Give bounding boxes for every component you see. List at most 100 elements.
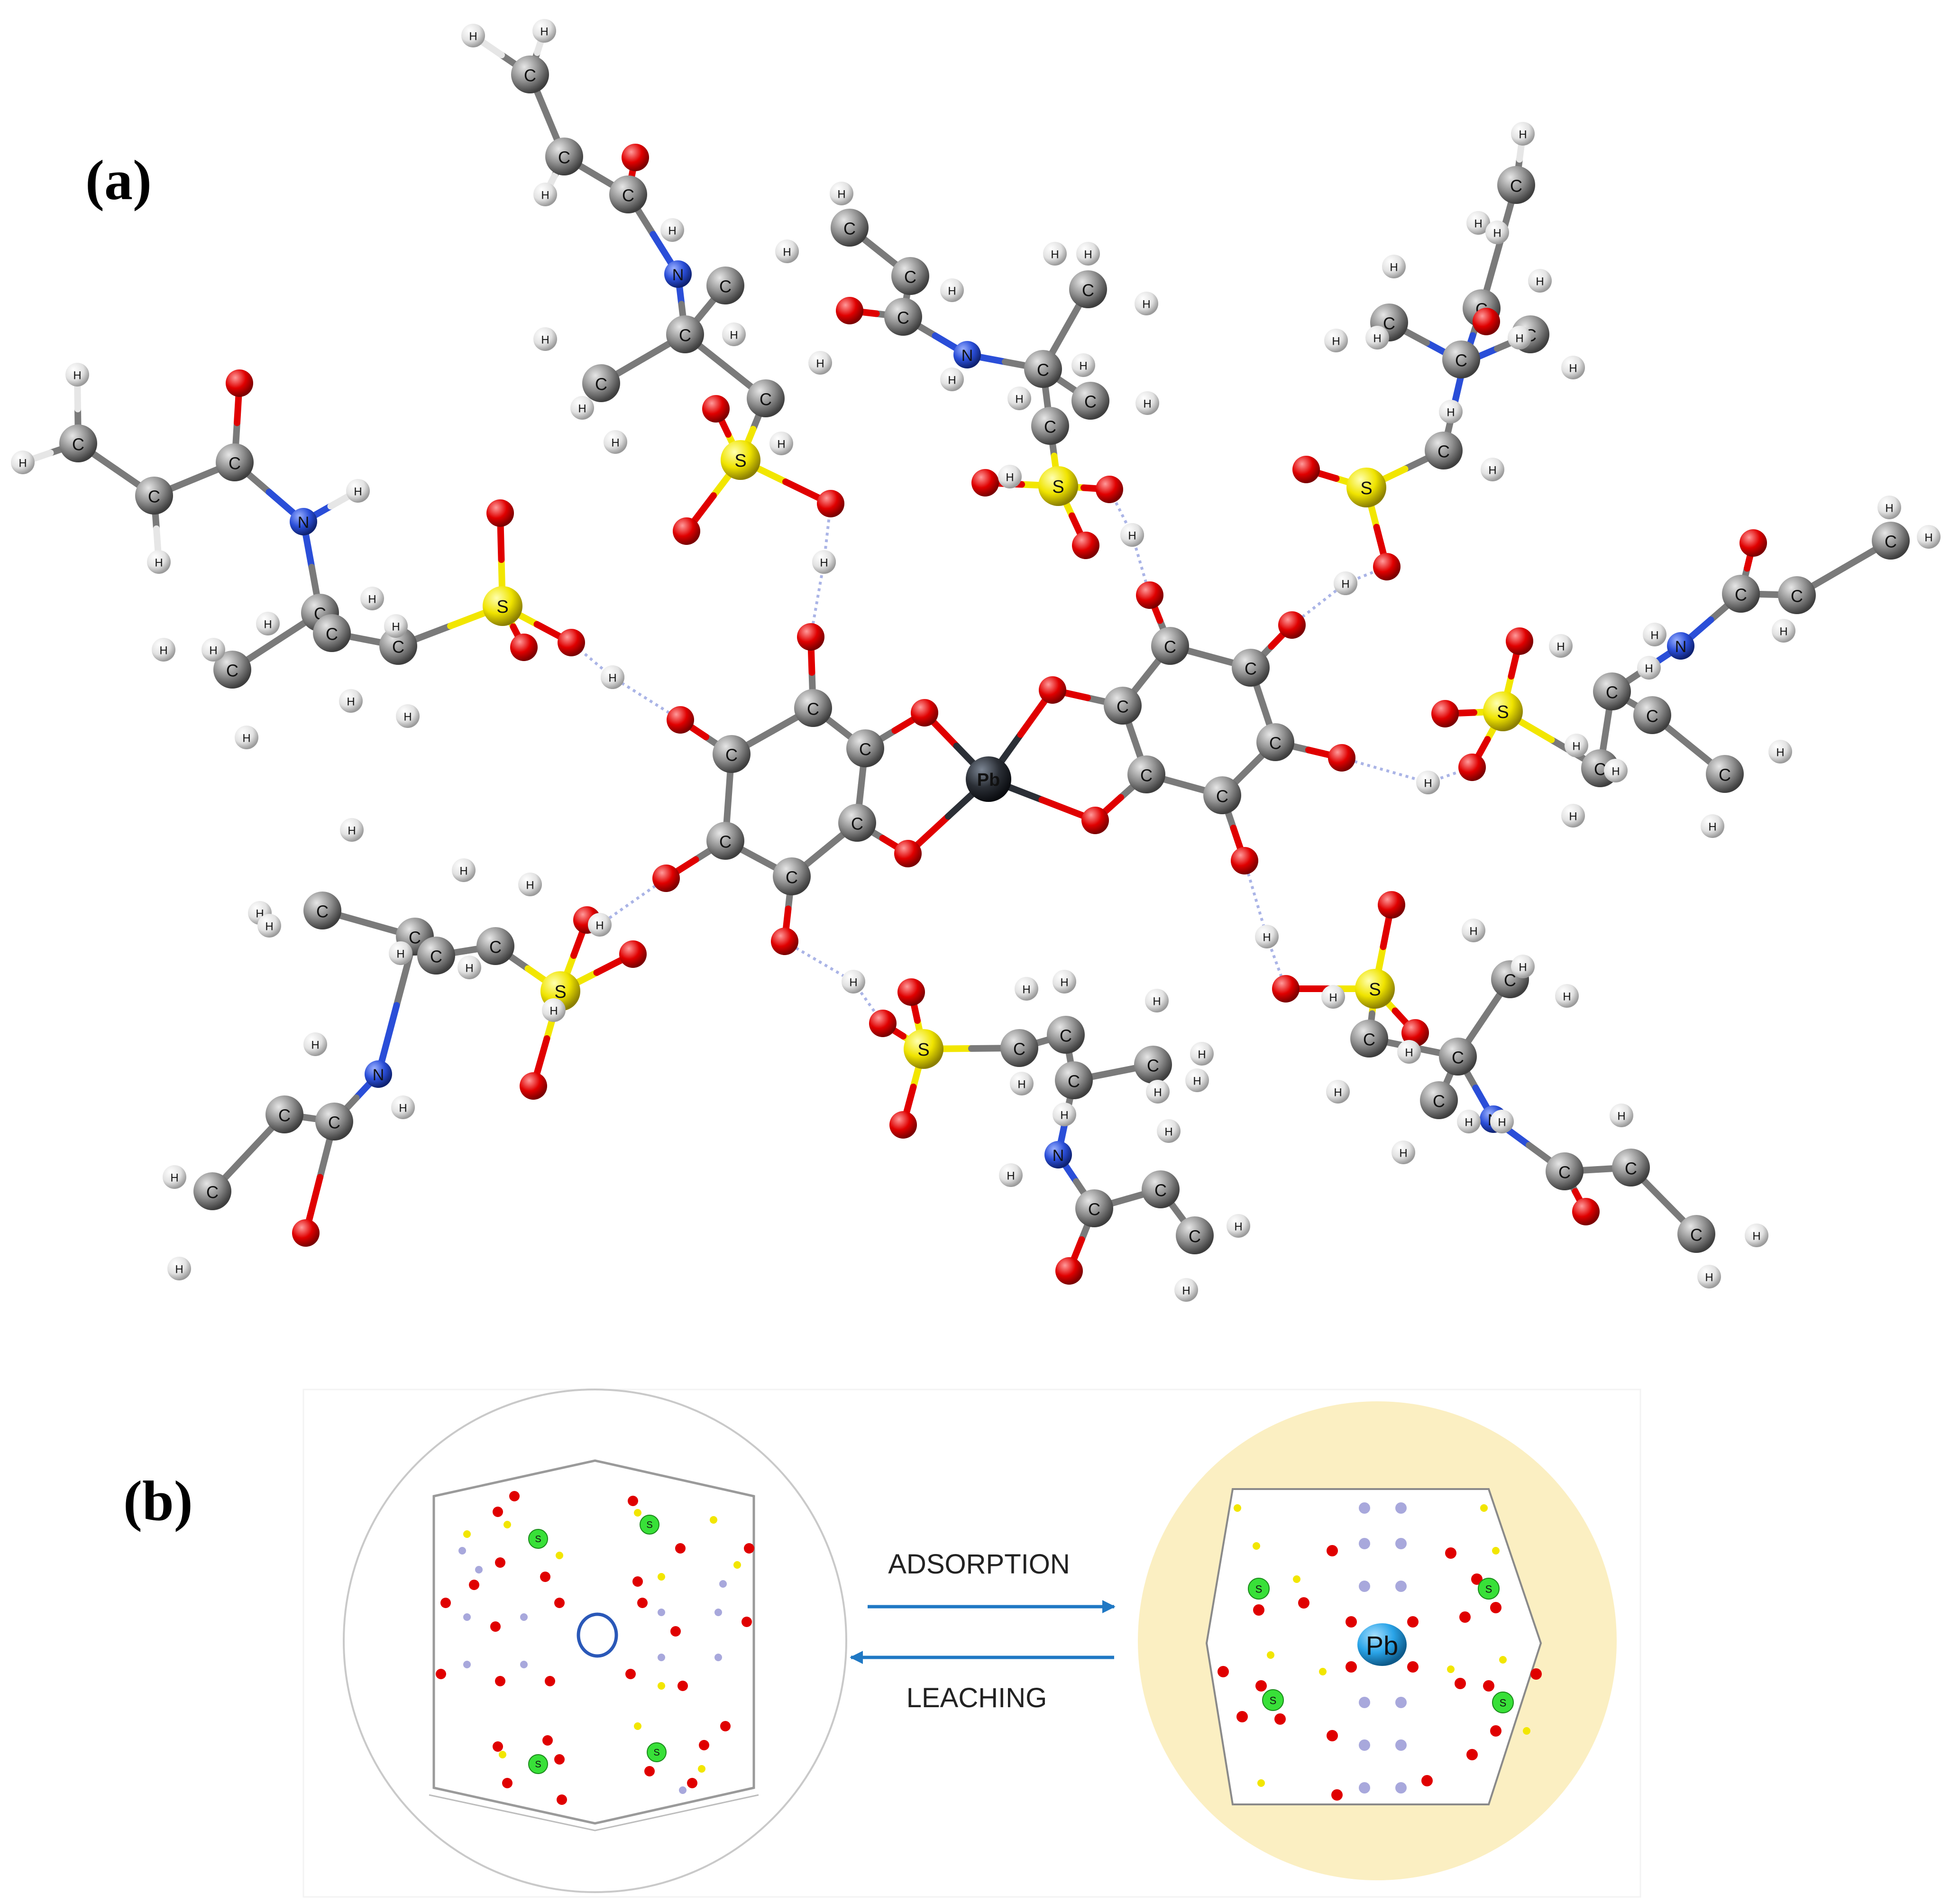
oxygen-atom <box>226 369 253 397</box>
carbon-atom-sphere <box>1778 576 1816 614</box>
carbon-atom: C <box>216 443 254 481</box>
carbon-atom-label: C <box>760 390 772 409</box>
carbon-atom-sphere <box>1439 1038 1477 1076</box>
hydrogen-atom-sphere <box>769 432 793 455</box>
oxygen-node-2d <box>1455 1678 1466 1689</box>
hydrogen-atom: H <box>532 19 556 43</box>
lead-atom-label: Pb <box>977 770 1000 790</box>
carbon-atom-sphere <box>1706 755 1744 793</box>
carbon-atom: C <box>838 804 876 842</box>
carbon-atom-label: C <box>328 1113 340 1132</box>
hydrogen-atom: H <box>940 278 964 302</box>
oxygen-atom-sphere <box>911 699 938 727</box>
hydrogen-atom-label: H <box>1154 1086 1162 1099</box>
hydrogen-atom: H <box>1324 329 1348 352</box>
oxygen-atom-sphere <box>869 1010 897 1037</box>
hydrogen-atom: H <box>1135 292 1158 315</box>
hydrogen-atom: H <box>1701 814 1724 838</box>
nitrogen-atom-label: N <box>1053 1147 1064 1165</box>
oxygen-atom <box>1096 476 1123 503</box>
nitrogen-atom-label: N <box>1675 638 1687 656</box>
carbon-atom-sphere <box>794 689 832 727</box>
hydrogen-atom-label: H <box>209 644 217 657</box>
hydrogen-atom-label: H <box>1752 1230 1760 1243</box>
oxygen-node-2d <box>540 1572 550 1582</box>
hydrogen-atom-sphere <box>1701 814 1724 838</box>
oxygen-node-2d <box>1471 1573 1483 1585</box>
hydrogen-atom-sphere <box>722 322 746 346</box>
hydrogen-atom-sphere <box>1549 634 1573 658</box>
hydrogen-atom-sphere <box>940 278 964 302</box>
hydrogen-atom-label: H <box>1924 532 1932 544</box>
carbon-node-2d <box>1395 1581 1407 1592</box>
oxygen-atom-sphere <box>1473 308 1500 335</box>
hydrogen-atom-label: H <box>1017 1078 1025 1091</box>
carbon-atom-sphere <box>1176 1216 1214 1254</box>
carbon-node-2d <box>520 1613 528 1621</box>
hydrogen-atom-sphere <box>1416 771 1440 794</box>
carbon-atom-sphere <box>1350 1020 1388 1058</box>
hydrogen-atom: H <box>1439 400 1463 423</box>
carbon-atom-label: C <box>1088 1200 1100 1219</box>
hydrogen-atom-sphere <box>1053 970 1076 993</box>
carbon-atom: C <box>379 627 417 665</box>
nitrogen-atom-sphere <box>953 341 981 368</box>
hydrogen-atom: H <box>1007 386 1031 410</box>
carbon-node-2d <box>1359 1697 1370 1708</box>
carbon-atom-label: C <box>524 66 536 85</box>
hydrogen-atom-sphere <box>396 704 420 728</box>
oxygen-atom <box>1473 308 1500 335</box>
carbon-atom-label: C <box>1625 1159 1637 1178</box>
carbon-atom-sphere <box>1142 1170 1180 1208</box>
carbon-atom: C <box>706 267 744 304</box>
hydrogen-atom-label: H <box>777 438 785 451</box>
hydrogen-atom-label: H <box>1022 984 1030 996</box>
carbon-atom: C <box>315 1103 353 1141</box>
carbon-atom-sphere <box>511 55 549 93</box>
hydrogen-atom-sphere <box>940 368 964 391</box>
carbon-atom-sphere <box>1055 1061 1093 1099</box>
oxygen-atom <box>797 623 824 651</box>
carbon-atom-label: C <box>1791 587 1803 606</box>
hydrogen-atom: H <box>1135 391 1159 415</box>
oxygen-atom <box>1373 553 1401 580</box>
carbon-atom-label: C <box>1060 1026 1072 1046</box>
oxygen-atom <box>1506 627 1533 655</box>
carbon-atom: C <box>1706 755 1744 793</box>
oxygen-atom-sphere <box>652 865 680 892</box>
hydrogen-atom: H <box>998 465 1022 488</box>
carbon-atom-sphere <box>1872 522 1910 560</box>
hydrogen-atom: H <box>1561 356 1585 379</box>
oxygen-atom <box>817 490 844 517</box>
hydrogen-atom-label: H <box>1611 765 1620 778</box>
carbon-node-2d <box>719 1580 727 1588</box>
carbon-atom-label: C <box>595 375 607 394</box>
hydrogen-atom: H <box>452 858 476 882</box>
carbon-atom: C <box>1069 270 1107 308</box>
hydrogen-atom: H <box>1015 977 1038 1001</box>
hydrogen-atom-label: H <box>578 403 586 415</box>
oxygen-atom <box>1572 1198 1600 1225</box>
sulfur-node-2d: S <box>1478 1578 1500 1600</box>
hydrogen-atom-sphere <box>542 998 566 1022</box>
oxygen-node-2d <box>1421 1775 1433 1786</box>
hydrogen-atom: H <box>65 363 89 386</box>
hydrogen-atom-label: H <box>608 672 616 685</box>
hydrogen-atom-sphere <box>1643 623 1666 646</box>
carbon-atom: C <box>1075 1189 1113 1227</box>
carbon-atom: C <box>1442 340 1480 378</box>
carbon-atom: C <box>1047 1016 1085 1054</box>
hydrogen-atom-sphere <box>1610 1104 1633 1127</box>
carbon-atom: C <box>1055 1061 1093 1099</box>
carbon-atom-sphere <box>1024 350 1062 388</box>
oxygen-node-2d <box>677 1681 688 1691</box>
carbon-node-2d <box>1395 1739 1407 1751</box>
oxygen-atom <box>1081 807 1109 834</box>
hydrogen-atom-sphere <box>360 587 384 610</box>
hydrogen-atom-sphere <box>147 550 171 574</box>
hydrogen-atom-label: H <box>459 865 467 878</box>
carbon-atom-label: C <box>1147 1056 1159 1076</box>
carbon-node-2d <box>1395 1782 1407 1794</box>
hydrogen-atom-label: H <box>1198 1049 1206 1061</box>
carbon-atom: C <box>511 55 549 93</box>
